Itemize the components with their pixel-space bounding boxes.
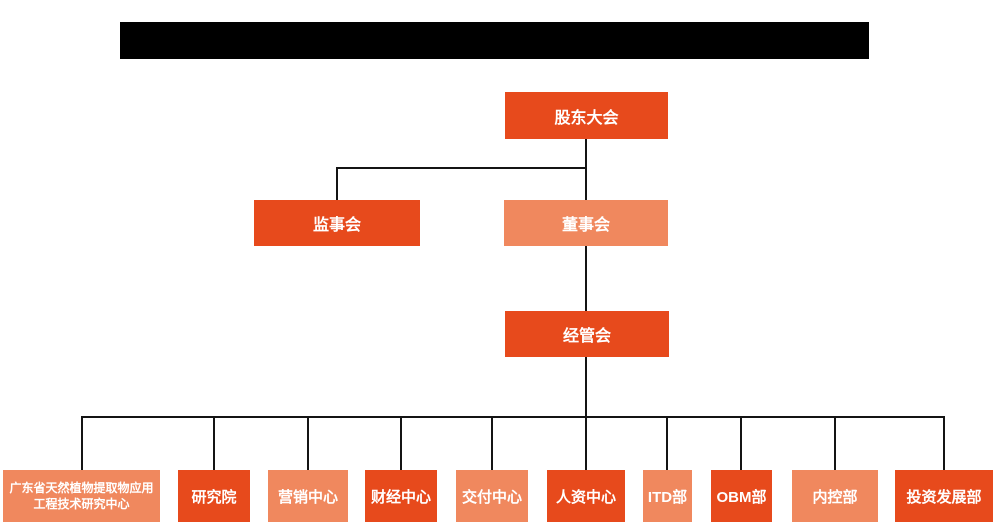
org-node-label: 投资发展部: [906, 488, 982, 506]
org-node-internal-control-department: 内控部: [792, 470, 878, 522]
org-node-label: 交付中心: [461, 488, 522, 506]
org-node-label: 人资中心: [555, 488, 616, 506]
org-node-investment-development-department: 投资发展部: [895, 470, 993, 522]
org-node-research-institute: 研究院: [178, 470, 250, 522]
org-node-research-center: 广东省天然植物提取物应用工程技术研究中心: [3, 470, 160, 522]
connector-drop-dept-2: [307, 416, 309, 470]
org-node-label: 股东大会: [554, 109, 619, 127]
connector-drop-dept-3: [400, 416, 402, 470]
connector-drop-dept-9: [943, 416, 945, 470]
org-node-label: OBM部: [716, 488, 767, 506]
connector-drop-dept-1: [213, 416, 215, 470]
connector-drop-dept-7: [740, 416, 742, 470]
org-node-itd-department: ITD部: [643, 470, 692, 522]
org-node-marketing-center: 营销中心: [268, 470, 348, 522]
connector-supervisory-drop: [336, 167, 338, 201]
connector-branch-horizontal: [336, 167, 587, 169]
org-node-label: ITD部: [647, 488, 688, 506]
org-node-management-committee: 经管会: [505, 311, 669, 357]
org-node-obm-department: OBM部: [711, 470, 772, 522]
connector-drop-dept-6: [666, 416, 668, 470]
org-node-label: 内控部: [812, 488, 858, 506]
org-node-hr-center: 人资中心: [547, 470, 625, 522]
org-node-label: 监事会: [312, 217, 361, 234]
org-node-board-of-directors: 董事会: [504, 200, 668, 246]
connector-drop-dept-5: [585, 416, 587, 470]
org-node-label: 研究院: [191, 488, 237, 506]
org-node-supervisory-board: 监事会: [254, 200, 420, 246]
org-node-label: 广东省天然植物提取物应用工程技术研究中心: [9, 480, 154, 511]
connector-shareholders-down: [585, 139, 587, 201]
connector-drop-dept-0: [81, 416, 83, 470]
connector-drop-dept-8: [834, 416, 836, 470]
connector-drop-dept-4: [491, 416, 493, 470]
connector-departments-horizontal: [81, 416, 945, 418]
org-node-finance-center: 财经中心: [365, 470, 437, 522]
org-node-label: 财经中心: [370, 488, 431, 506]
redacted-title-bar: [120, 22, 869, 59]
org-node-delivery-center: 交付中心: [456, 470, 528, 522]
connector-board-management: [585, 246, 587, 312]
org-node-shareholders-meeting: 股东大会: [505, 92, 668, 139]
connector-management-down: [585, 356, 587, 417]
org-node-label: 经管会: [562, 328, 611, 345]
org-node-label: 营销中心: [277, 488, 338, 506]
org-node-label: 董事会: [561, 217, 610, 234]
